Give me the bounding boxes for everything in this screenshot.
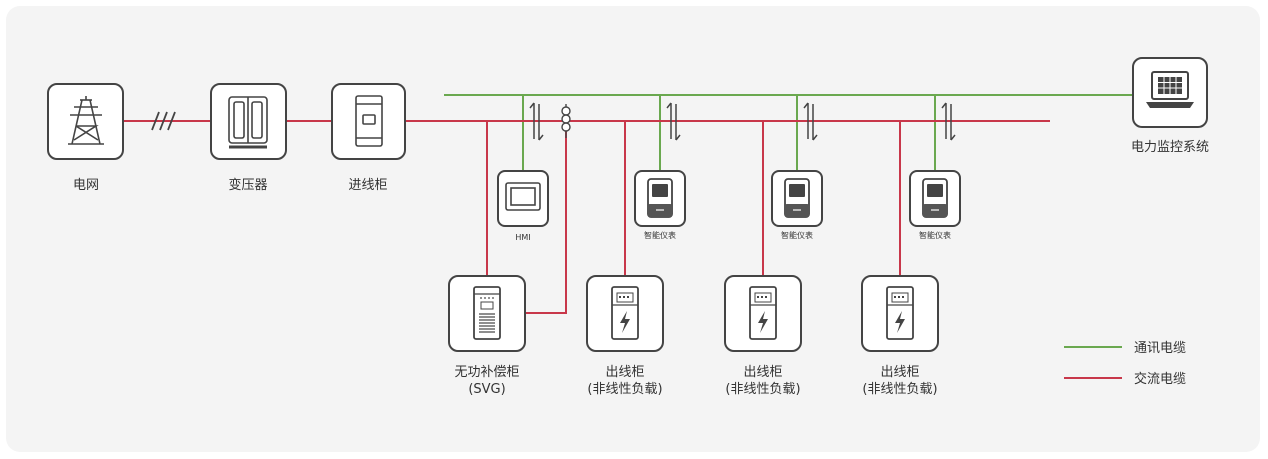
meter-node: 智能仪表 xyxy=(771,170,823,240)
ac-ct-to-svg xyxy=(525,130,567,314)
outgoing-cabinet-label: 出线柜 xyxy=(605,365,644,380)
legend: 通讯电缆 交流电缆 xyxy=(1064,340,1186,387)
screen-icon xyxy=(505,182,541,211)
svg-cabinet-sublabel: (SVG) xyxy=(468,382,505,397)
meter-node: 智能仪表 xyxy=(634,170,686,240)
power-tower-icon xyxy=(68,96,104,145)
meter-label: 智能仪表 xyxy=(781,230,813,240)
meter-icon xyxy=(922,178,948,218)
hmi-node: HMI xyxy=(497,170,549,242)
outgoing-cabinet-sublabel: (非线性负载) xyxy=(862,382,937,397)
outgoing-cabinet-sublabel: (非线性负载) xyxy=(725,382,800,397)
monitoring-system-node: 电力监控系统 xyxy=(1131,57,1209,155)
outgoing-cabinet-label: 出线柜 xyxy=(743,365,782,380)
laptop-icon xyxy=(1146,71,1194,108)
monitoring-system-label: 电力监控系统 xyxy=(1131,140,1209,155)
hmi-label: HMI xyxy=(515,233,530,242)
comm-arrow-icon xyxy=(803,102,818,141)
ac-cables xyxy=(123,120,1050,314)
meter-icon xyxy=(784,178,810,218)
charger-cabinet-icon xyxy=(611,286,639,340)
transformer-node: 变压器 xyxy=(210,83,287,193)
legend-comm-cable-label: 通讯电缆 xyxy=(1134,340,1186,356)
meter-label: 智能仪表 xyxy=(644,230,676,240)
legend-ac-cable-label: 交流电缆 xyxy=(1134,371,1186,387)
current-transformer-icon xyxy=(561,104,571,138)
comm-arrow-icon xyxy=(666,102,681,141)
outgoing-cabinet-node: 出线柜 (非线性负载) xyxy=(861,275,939,397)
communication-cables xyxy=(444,94,1133,171)
charger-cabinet-icon xyxy=(749,286,777,340)
transformer-icon xyxy=(228,96,268,149)
comm-arrow-icon xyxy=(529,102,544,141)
incoming-cabinet-label: 进线柜 xyxy=(348,178,387,193)
transformer-label: 变压器 xyxy=(228,177,267,193)
charger-cabinet-icon xyxy=(886,286,914,340)
svg-cabinet-node: 无功补偿柜 (SVG) xyxy=(448,275,526,397)
three-phase-symbol xyxy=(151,111,176,131)
meter-icon xyxy=(647,178,673,218)
outgoing-cabinet-sublabel: (非线性负载) xyxy=(587,382,662,397)
outgoing-cabinet-label: 出线柜 xyxy=(880,365,919,380)
comm-arrow-icon xyxy=(941,102,956,141)
incoming-cabinet-node: 进线柜 xyxy=(331,83,406,193)
svg-cabinet-label: 无功补偿柜 xyxy=(454,365,519,380)
grid-node: 电网 xyxy=(47,83,124,193)
meter-node: 智能仪表 xyxy=(909,170,961,240)
grid-label: 电网 xyxy=(73,178,99,193)
cabinet-icon xyxy=(355,95,383,147)
meter-label: 智能仪表 xyxy=(919,230,951,240)
svg-cabinet-icon xyxy=(473,286,501,340)
outgoing-cabinet-node: 出线柜 (非线性负载) xyxy=(586,275,664,397)
outgoing-cabinet-node: 出线柜 (非线性负载) xyxy=(724,275,802,397)
